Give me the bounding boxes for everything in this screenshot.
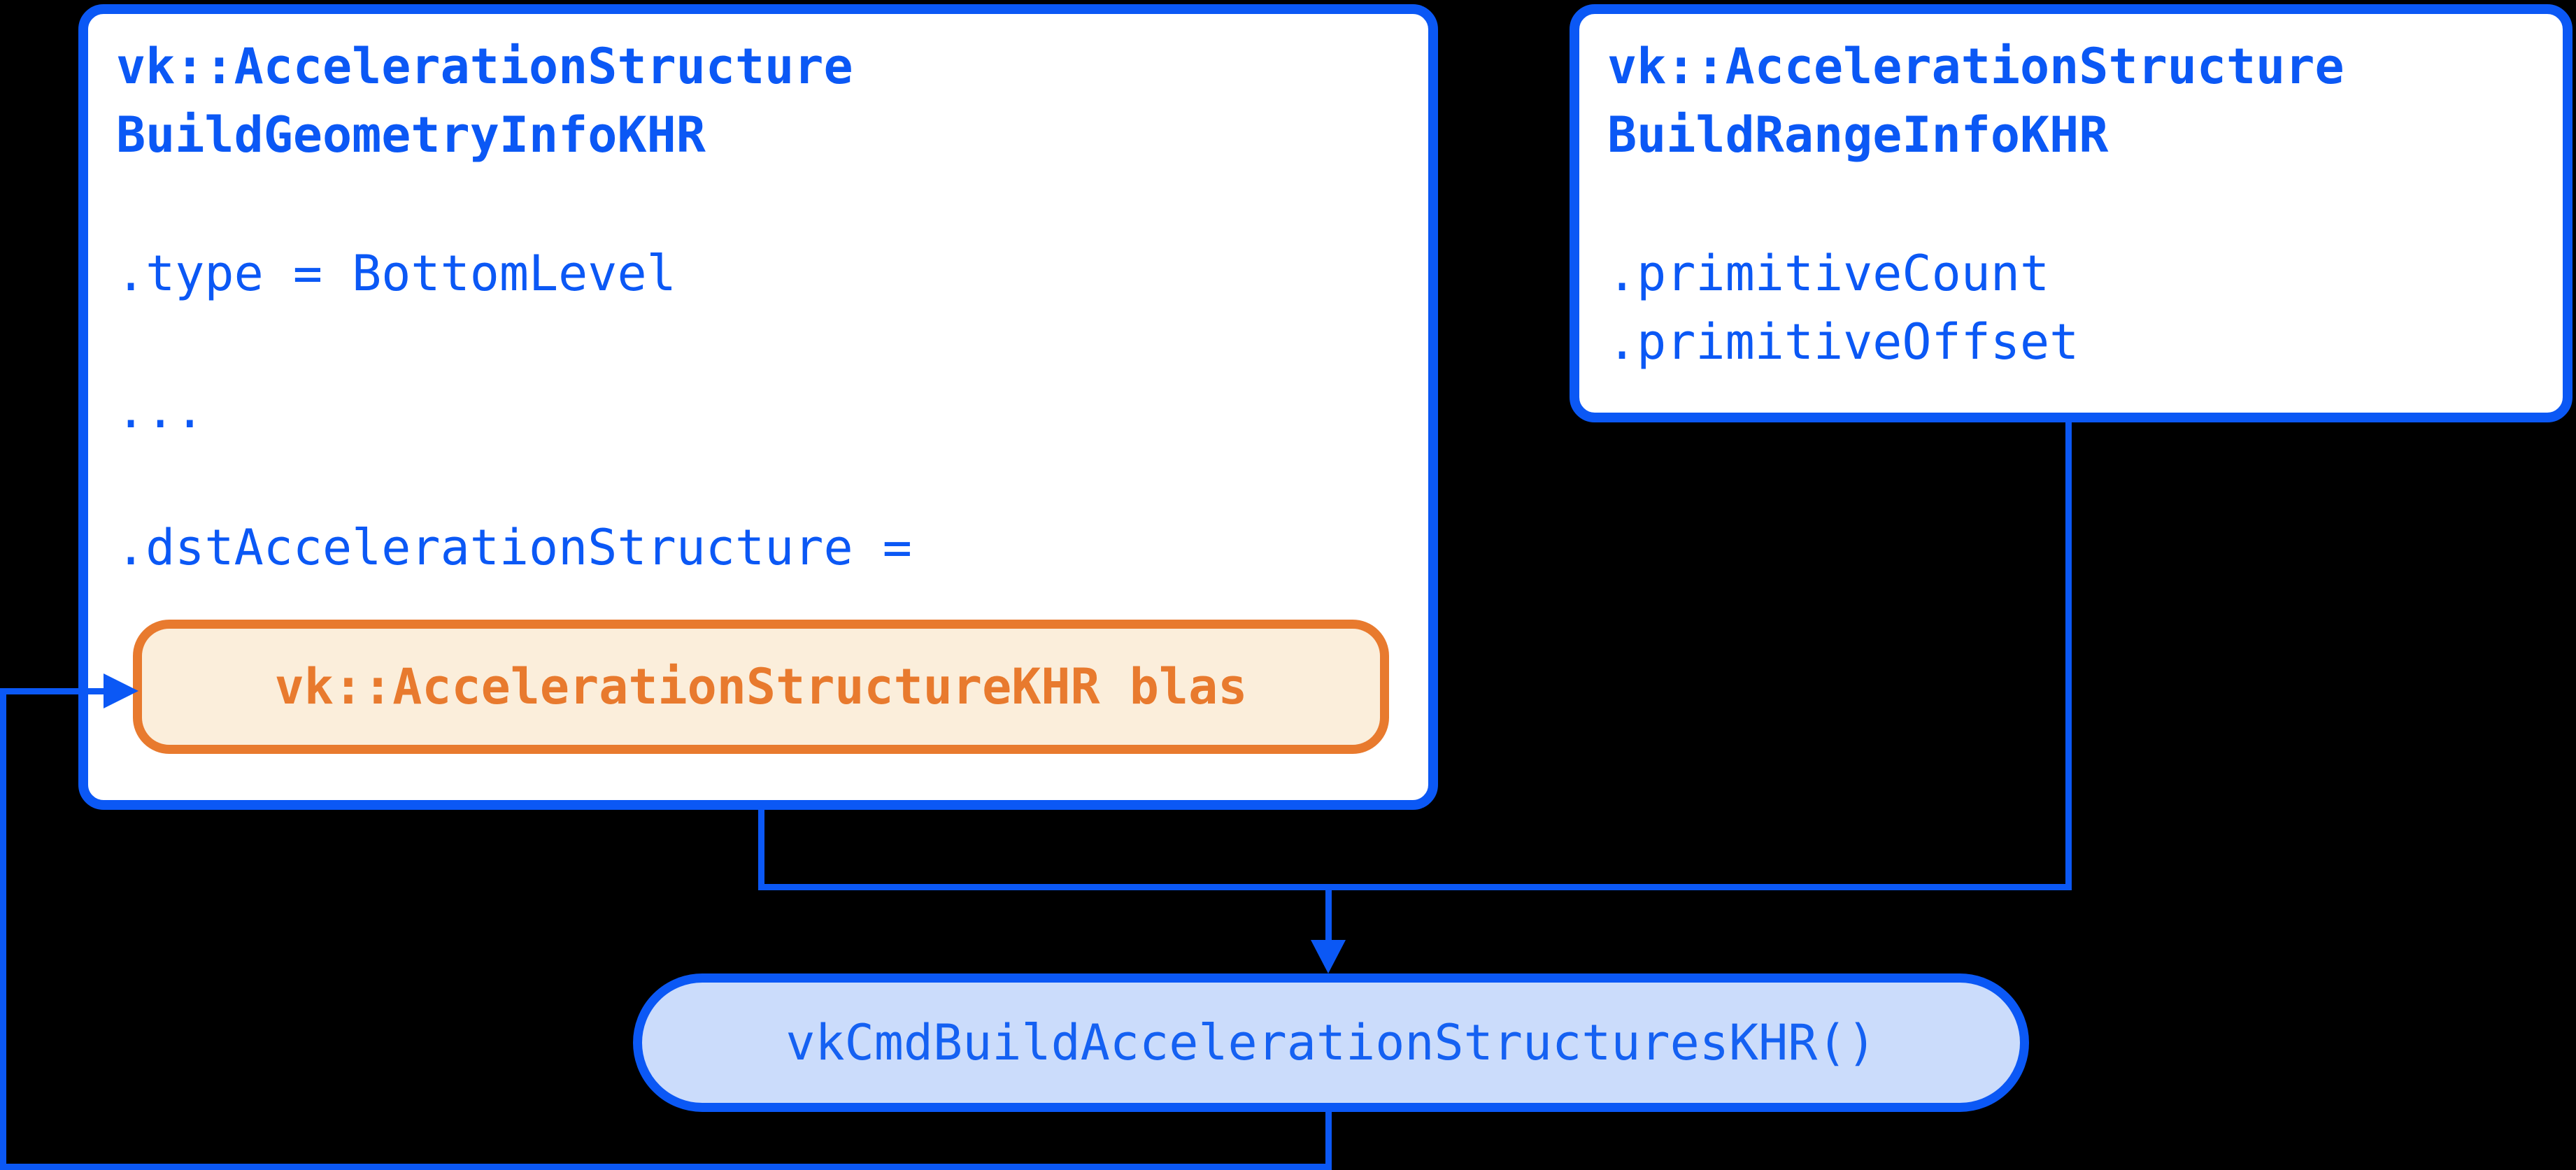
geometry-box-title-line2: BuildGeometryInfoKHR <box>116 106 706 164</box>
connector-arrow-stem-to-call <box>1325 890 1332 943</box>
geometry-box-title-line1: vk::AccelerationStructure <box>116 38 853 95</box>
range-box-title-line1: vk::AccelerationStructure <box>1607 38 2344 95</box>
build-range-info-box: vk::AccelerationStructure BuildRangeInfo… <box>1570 4 2573 422</box>
field-dst-acceleration-structure: .dstAccelerationStructure = <box>116 519 912 576</box>
connector-arrow-stem-to-blas <box>0 688 104 694</box>
connector-left-edge-up <box>0 688 6 1170</box>
build-call-node: vkCmdBuildAccelerationStructuresKHR() <box>633 973 2029 1112</box>
field-ellipsis: ... <box>116 382 205 439</box>
connector-geometry-box-down <box>758 810 764 887</box>
connector-merge-horizontal <box>758 884 2072 890</box>
field-primitive-count: .primitiveCount <box>1607 245 2050 302</box>
blas-handle-label: vk::AccelerationStructureKHR blas <box>274 658 1248 715</box>
field-primitive-offset: .primitiveOffset <box>1607 313 2079 371</box>
connector-range-box-down <box>2065 422 2072 890</box>
range-box-title-line2: BuildRangeInfoKHR <box>1607 106 2109 164</box>
blas-handle-node: vk::AccelerationStructureKHR blas <box>133 620 1389 754</box>
arrowhead-into-call-icon <box>1311 940 1346 973</box>
field-type: .type = BottomLevel <box>116 245 676 302</box>
arrowhead-into-blas-icon <box>104 673 138 708</box>
build-call-label: vkCmdBuildAccelerationStructuresKHR() <box>785 1014 1877 1071</box>
connector-call-output-down <box>1325 1112 1332 1167</box>
connector-bottom-horizontal <box>0 1164 1332 1170</box>
